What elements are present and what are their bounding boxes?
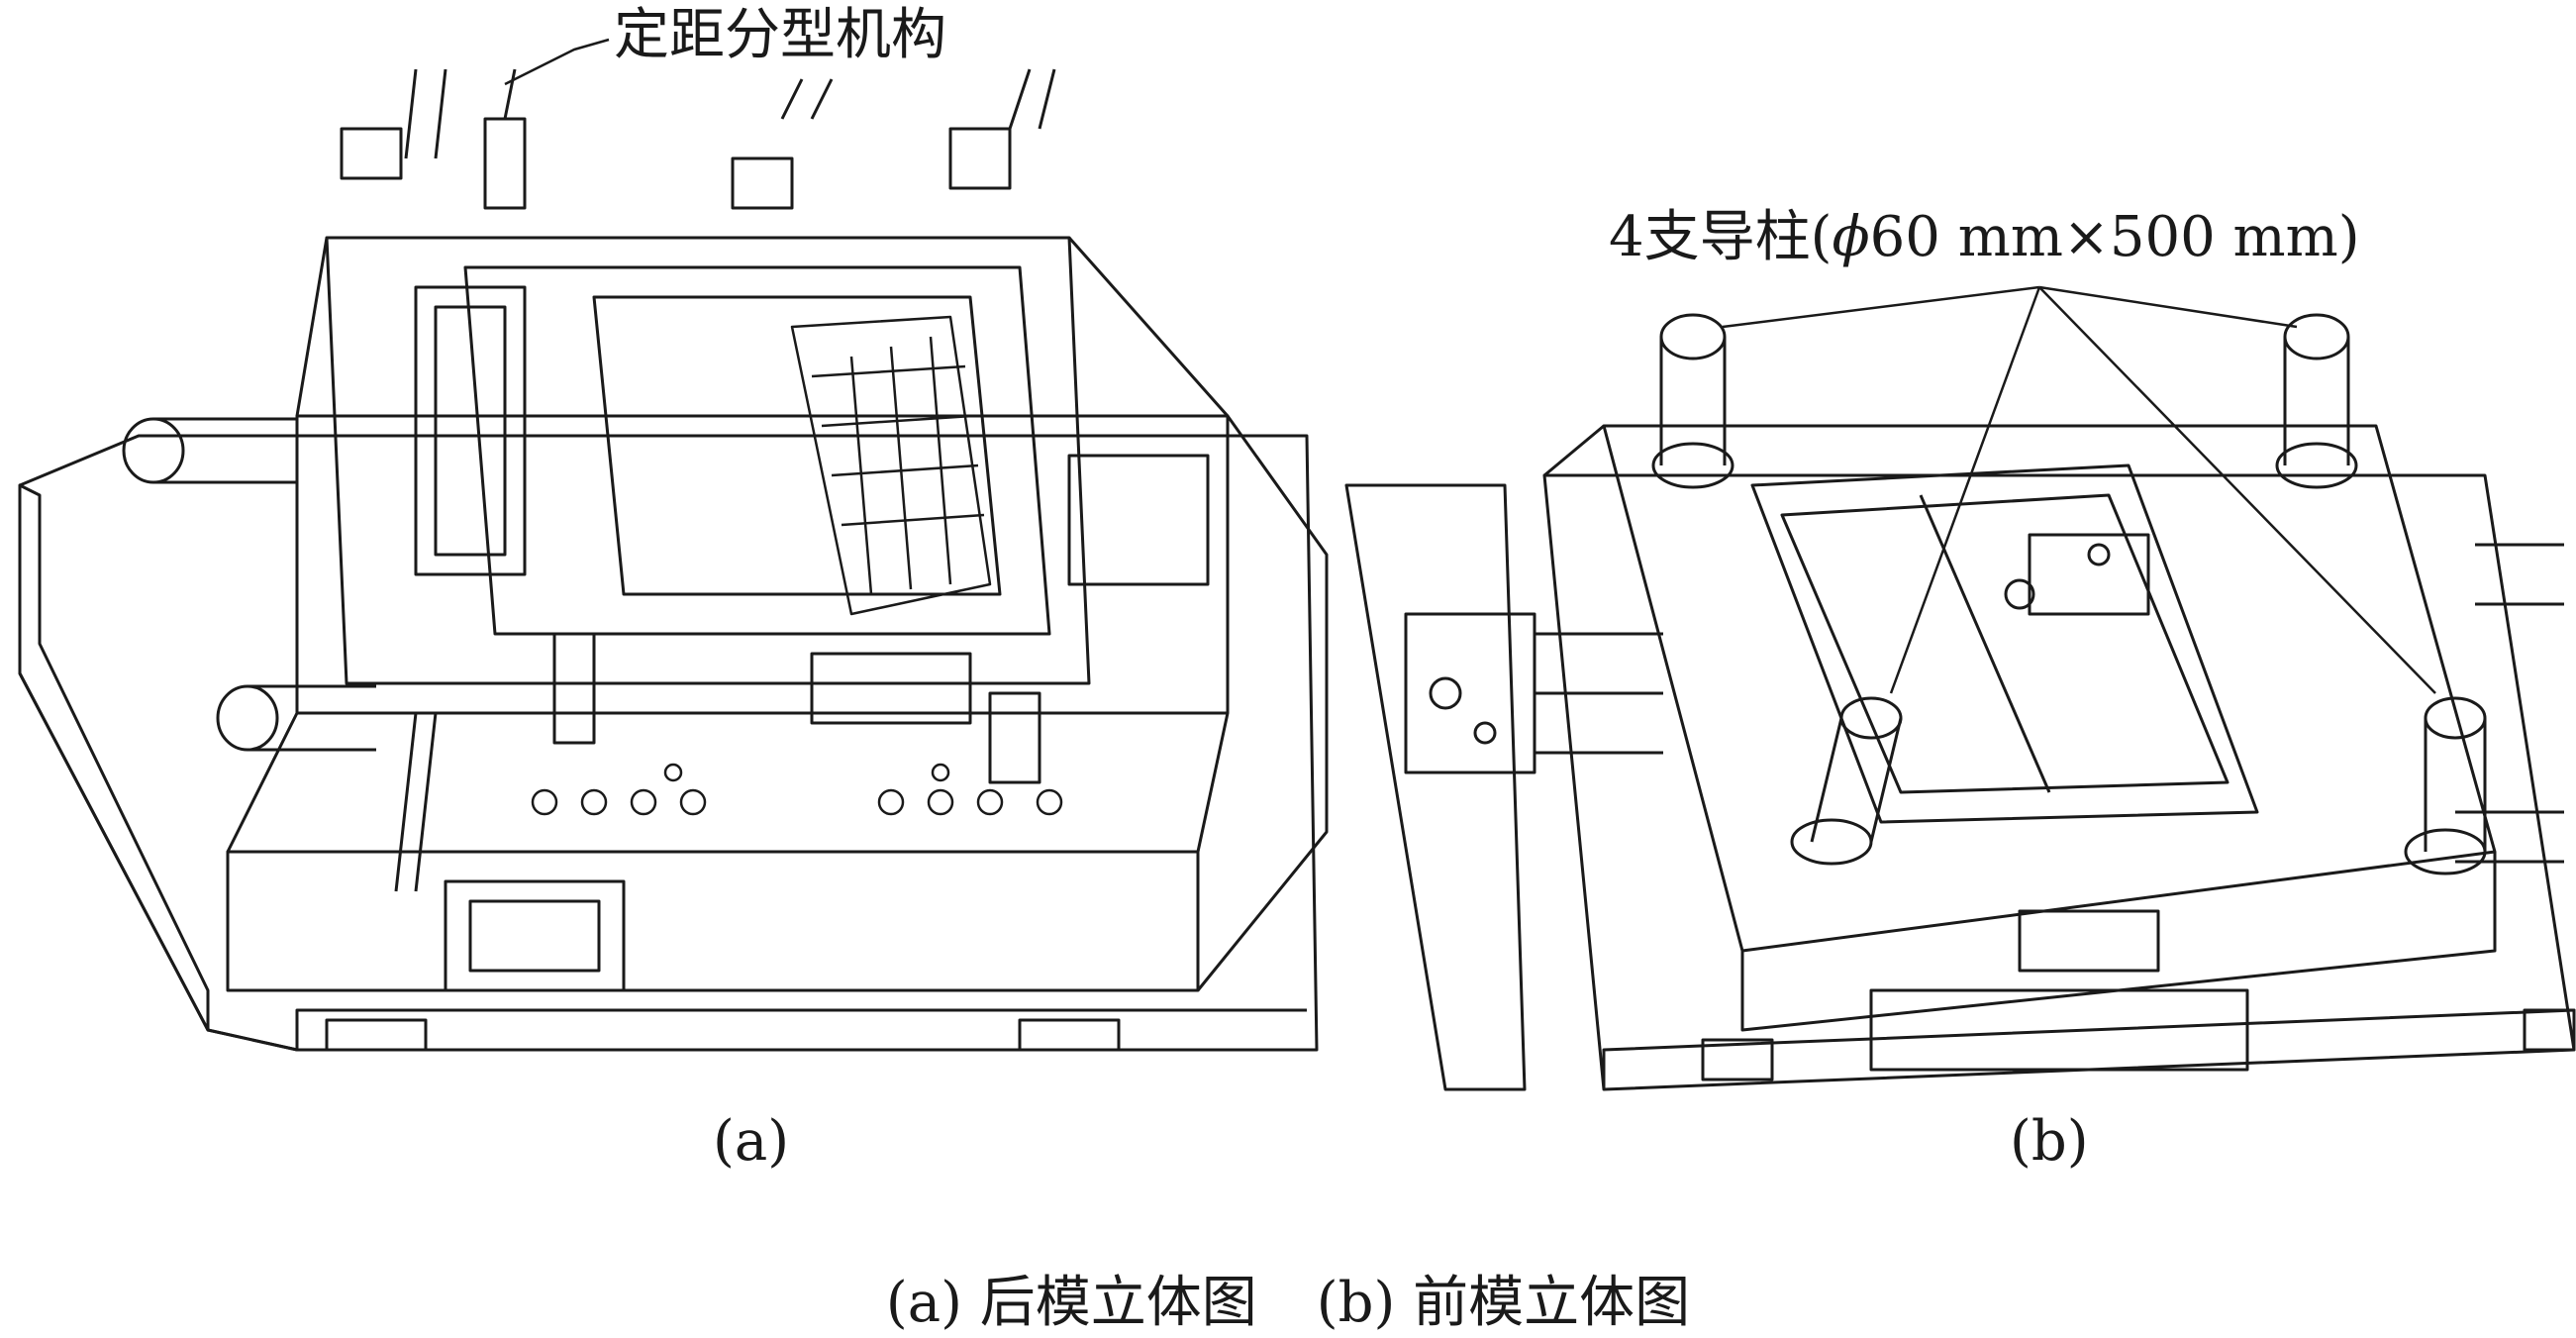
callout-guide-pillars-symbol: ϕ xyxy=(1832,205,1870,269)
caption-front-mold: (b) 前模立体图 xyxy=(1316,1271,1691,1335)
callout-parting-mechanism: 定距分型机构 xyxy=(614,3,946,67)
figure-caption: (a) 后模立体图 (b) 前模立体图 xyxy=(0,1258,2576,1338)
bolt-holes xyxy=(531,763,1063,816)
callout-guide-pillars: 4支导柱(ϕ60 mm×500 mm) xyxy=(1609,210,2360,265)
panel-b-label: (b) xyxy=(2010,1109,2089,1174)
callout-a-leader xyxy=(504,38,610,86)
front-mold-drawing xyxy=(1344,285,2576,1091)
parting-mechanism-rods xyxy=(340,68,1056,210)
rear-mold-drawing xyxy=(18,38,1329,1052)
callout-guide-pillars-size: 60 mm×500 mm) xyxy=(1869,205,2360,269)
callout-b-leaders xyxy=(1722,285,2436,694)
core-ribs xyxy=(790,315,992,616)
callout-guide-pillars-prefix: 4支导柱( xyxy=(1609,205,1833,269)
guide-pillars xyxy=(1651,313,2487,875)
caption-rear-mold: (a) 后模立体图 xyxy=(885,1271,1257,1335)
panel-a-label: (a) xyxy=(713,1109,790,1174)
